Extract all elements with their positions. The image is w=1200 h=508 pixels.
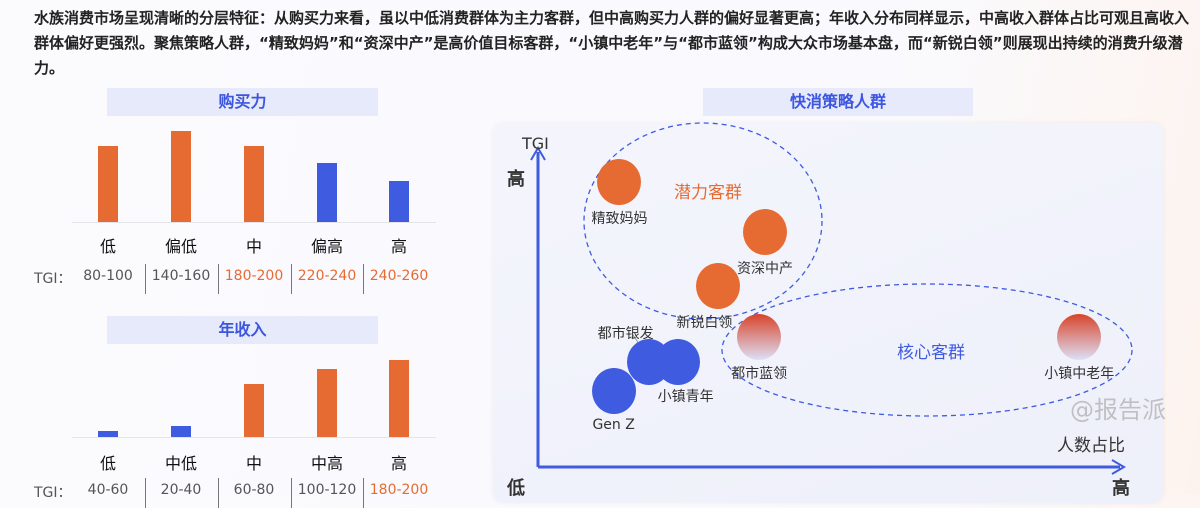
bubble-label: Gen Z [592,416,635,433]
bubble [737,314,782,361]
category-label: 低 [99,454,116,473]
bubble-label: 新锐白领 [676,315,733,332]
category-label: 偏高 [310,237,343,256]
category-label: 高 [390,454,407,473]
tgi-range: 220-240 [297,268,357,284]
core-group-outline [721,283,1133,417]
category-label: 中低 [164,454,197,473]
divider [144,264,146,294]
bar [244,146,264,222]
tgi-range: 240-260 [369,268,429,284]
bar [317,369,337,437]
group-label-potential: 潜力客群 [674,183,742,203]
category-label: 中高 [310,454,343,473]
strategy-header: 快消策略人群 [703,88,973,116]
x-axis-arrow-icon [1111,459,1126,475]
category-label: 低 [99,237,116,256]
tgi-range: 180-200 [224,268,284,284]
x-high-label: 高 [1112,478,1130,499]
bar [98,146,118,222]
divider [217,478,219,508]
y-high-label: 高 [507,169,525,190]
intro-text: 水族消费市场呈现清晰的分层特征：从购买力来看，虽以中低消费群体为主力客群，但中高… [34,9,1190,77]
tgi-range: 180-200 [369,482,429,498]
bubble-label: 小镇青年 [657,389,714,406]
bubble [591,367,636,414]
bubble-label: 资深中产 [736,261,793,278]
bar [171,131,191,222]
tgi-range: 140-160 [151,268,211,284]
y-low-label: 低 [507,478,525,499]
divider [363,478,364,508]
divider [217,264,219,294]
tgi-prefix: TGI： [34,271,72,287]
category-label: 偏低 [164,237,197,256]
baseline [72,437,436,438]
divider [144,478,146,508]
purchase-power-header: 购买力 [107,88,378,116]
bar [389,181,409,222]
potential-group-outline [583,122,823,320]
bar [171,426,191,437]
bubble-label: 都市银发 [597,326,654,343]
bubble-label: 小镇中老年 [1044,366,1115,383]
tgi-range: 20-40 [160,482,202,498]
category-label: 高 [390,237,407,256]
income-header: 年收入 [107,316,378,344]
bar [244,384,264,437]
bubble [1057,314,1102,361]
category-label: 中 [245,237,262,256]
divider [290,478,292,508]
bar [389,360,409,437]
bubble [742,209,787,256]
divider [290,264,292,294]
divider [363,264,364,294]
scatter-chart [530,122,1133,475]
bubble [597,158,642,205]
bubble-label: 都市蓝领 [731,366,788,383]
tgi-range: 40-60 [87,482,129,498]
y-axis-arrow-icon [530,146,546,161]
y-axis-label: TGI [522,134,549,153]
category-label: 中 [245,454,262,473]
tgi-range: 80-100 [83,268,133,284]
bubble-label: 精致妈妈 [591,210,648,227]
bubble [696,263,741,310]
bar [98,431,118,437]
watermark: @报告派 [1070,396,1166,424]
tgi-range: 60-80 [233,482,275,498]
x-axis-label: 人数占比 [1057,436,1125,456]
bar [317,163,337,222]
group-label-core: 核心客群 [897,343,965,363]
tgi-range: 100-120 [297,482,357,498]
bubble [655,339,700,386]
baseline [72,222,436,223]
